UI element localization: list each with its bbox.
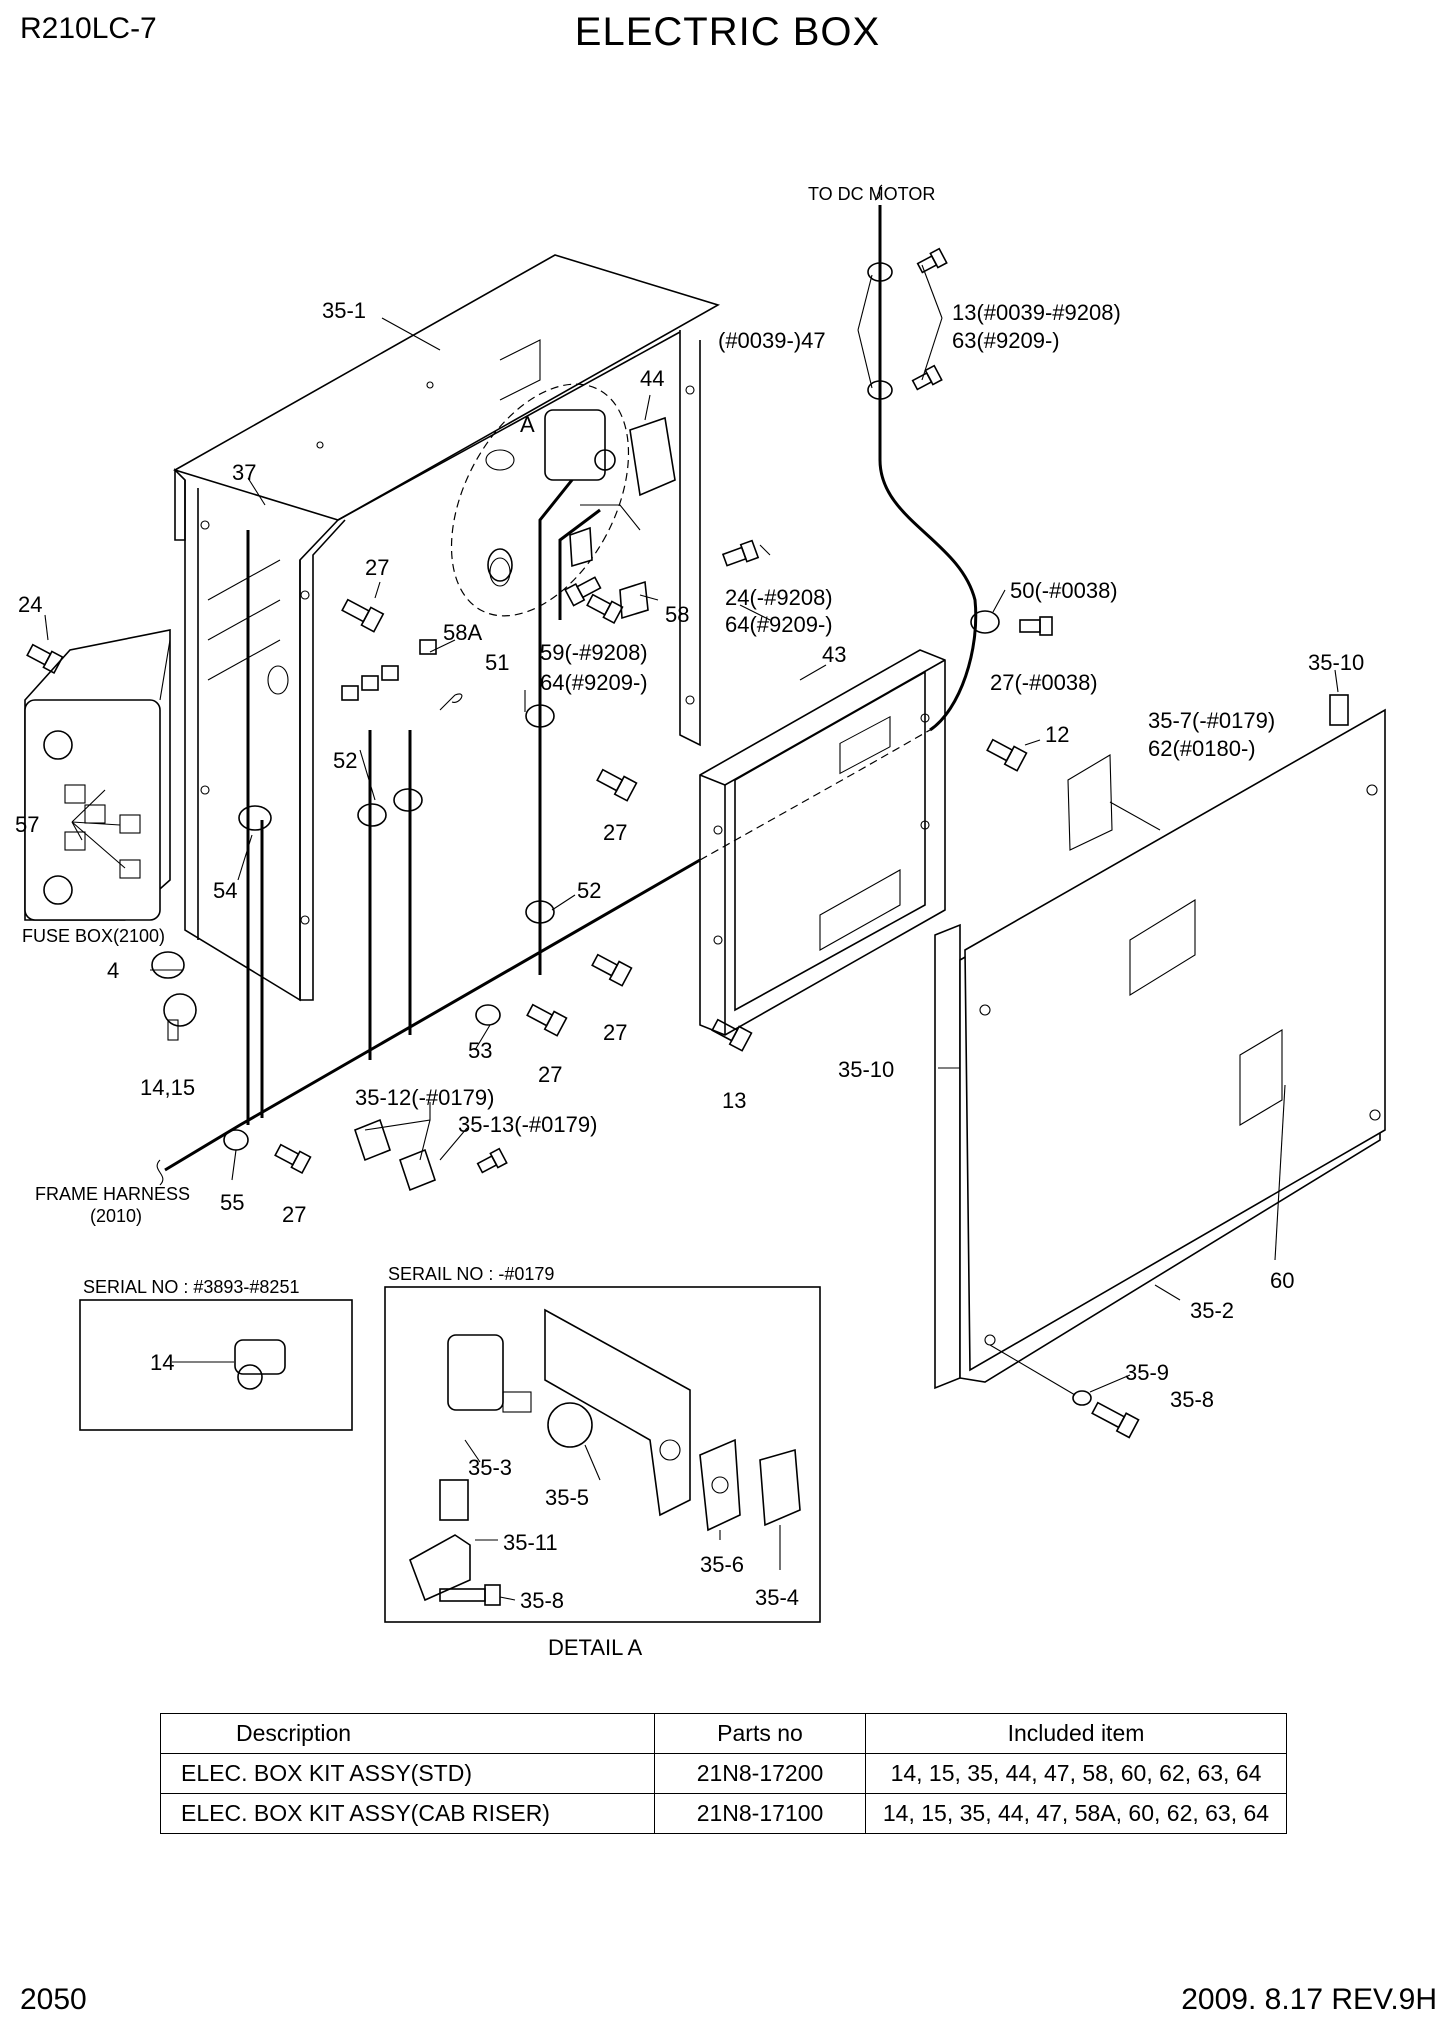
callout-64-a: 64(#9209-) — [540, 670, 648, 695]
parts-table: Description Parts no Included item ELEC.… — [160, 1713, 1287, 1834]
callout-62: 62(#0180-) — [1148, 736, 1256, 761]
fuse-box — [24, 629, 171, 921]
callout-35-13: 35-13(-#0179) — [458, 1112, 597, 1137]
header-description: Description — [160, 1713, 655, 1754]
note-to-dc-motor: TO DC MOTOR — [808, 184, 935, 204]
callout-58A: 58A — [443, 620, 482, 645]
callout-43: 43 — [822, 642, 846, 667]
callout-27-b: 27(-#0038) — [990, 670, 1098, 695]
detail-a-label: DETAIL A — [548, 1635, 642, 1660]
model-number: R210LC-7 — [20, 12, 157, 45]
callout-64-b: 64(#9209-) — [725, 612, 833, 637]
callout-35-4: 35-4 — [755, 1585, 799, 1610]
callout-52-a: 52 — [333, 748, 357, 773]
page-number: 2050 — [20, 1983, 87, 2016]
note-serial-no-right: SERAIL NO : -#0179 — [388, 1264, 554, 1284]
callout-35-1: 35-1 — [322, 298, 366, 323]
callout-35-10-top: 35-10 — [1308, 650, 1364, 675]
electric-box-frame — [172, 254, 721, 1002]
callout-27-f: 27 — [282, 1202, 306, 1227]
callout-55: 55 — [220, 1190, 244, 1215]
leader-lines — [44, 264, 1339, 1396]
callout-57: 57 — [15, 812, 39, 837]
cell-description: ELEC. BOX KIT ASSY(CAB RISER) — [160, 1793, 655, 1834]
exploded-parts-diagram: 35-1 37 24 57 54 27 58A 51 52 52 A 44 58… — [15, 184, 1386, 1660]
callout-35-9: 35-9 — [1125, 1360, 1169, 1385]
table-row: ELEC. BOX KIT ASSY(CAB RISER) 21N8-17100… — [160, 1793, 1287, 1834]
callout-35-8-b: 35-8 — [520, 1588, 564, 1613]
callout-35-5: 35-5 — [545, 1485, 589, 1510]
callout-44: 44 — [640, 366, 664, 391]
cell-parts-no: 21N8-17100 — [654, 1793, 866, 1834]
callout-27-d: 27 — [603, 1020, 627, 1045]
callout-37: 37 — [232, 460, 256, 485]
note-fuse-box: FUSE BOX(2100) — [22, 926, 165, 946]
callout-58: 58 — [665, 602, 689, 627]
cover-panel — [934, 694, 1386, 1390]
cell-parts-no: 21N8-17200 — [654, 1753, 866, 1794]
fasteners — [26, 247, 1140, 1439]
callout-35-6: 35-6 — [700, 1552, 744, 1577]
relay-detail-a-area — [450, 383, 676, 620]
callout-35-2: 35-2 — [1190, 1298, 1234, 1323]
callout-27-e: 27 — [538, 1062, 562, 1087]
callout-35-12: 35-12(-#0179) — [355, 1085, 494, 1110]
callout-27-c: 27 — [603, 820, 627, 845]
note-serial-no-left: SERIAL NO : #3893-#8251 — [83, 1277, 299, 1297]
callout-35-10-side: 35-10 — [838, 1057, 894, 1082]
table-header-row: Description Parts no Included item — [160, 1713, 1287, 1754]
callout-24-left: 24 — [18, 592, 42, 617]
switch-35-12 — [354, 1118, 436, 1192]
page-title: ELECTRIC BOX — [574, 10, 881, 54]
callout-50: 50(-#0038) — [1010, 578, 1118, 603]
callout-63: 63(#9209-) — [952, 328, 1060, 353]
note-frame-harness: FRAME HARNESS — [35, 1184, 190, 1204]
wire-harness — [156, 184, 1000, 1186]
callout-52-b: 52 — [577, 878, 601, 903]
callout-13-top: 13(#0039-#9208) — [952, 300, 1121, 325]
callout-14-inset: 14 — [150, 1350, 174, 1375]
note-frame-harness-code: (2010) — [90, 1206, 142, 1226]
callout-12: 12 — [1045, 722, 1069, 747]
callout-13-bottom: 13 — [722, 1088, 746, 1113]
header-parts-no: Parts no — [654, 1713, 866, 1754]
inset-serial-boxes — [79, 1286, 821, 1623]
callout-14-15: 14,15 — [140, 1075, 195, 1100]
cell-description: ELEC. BOX KIT ASSY(STD) — [160, 1753, 655, 1794]
callout-35-11: 35-11 — [503, 1530, 558, 1555]
callout-47: (#0039-)47 — [718, 328, 826, 353]
callout-60: 60 — [1270, 1268, 1294, 1293]
cell-included-item: 14, 15, 35, 44, 47, 58A, 60, 62, 63, 64 — [865, 1793, 1287, 1834]
callout-24-right: 24(-#9208) — [725, 585, 833, 610]
callout-4: 4 — [107, 958, 119, 983]
callout-labels: 35-1 37 24 57 54 27 58A 51 52 52 A 44 58… — [15, 184, 1364, 1660]
callout-35-7: 35-7(-#0179) — [1148, 708, 1275, 733]
callout-53: 53 — [468, 1038, 492, 1063]
callout-54: 54 — [213, 878, 237, 903]
callout-27-a: 27 — [365, 555, 389, 580]
cell-included-item: 14, 15, 35, 44, 47, 58, 60, 62, 63, 64 — [865, 1753, 1287, 1794]
date-revision: 2009. 8.17 REV.9H — [1181, 1983, 1437, 2016]
callout-51: 51 — [485, 650, 509, 675]
header-included-item: Included item — [865, 1713, 1287, 1754]
controller-unit — [699, 649, 946, 1036]
callout-35-3: 35-3 — [468, 1455, 512, 1480]
table-row: ELEC. BOX KIT ASSY(STD) 21N8-17200 14, 1… — [160, 1753, 1287, 1794]
callout-35-8-a: 35-8 — [1170, 1387, 1214, 1412]
callout-59: 59(-#9208) — [540, 640, 648, 665]
callout-A: A — [520, 412, 535, 437]
